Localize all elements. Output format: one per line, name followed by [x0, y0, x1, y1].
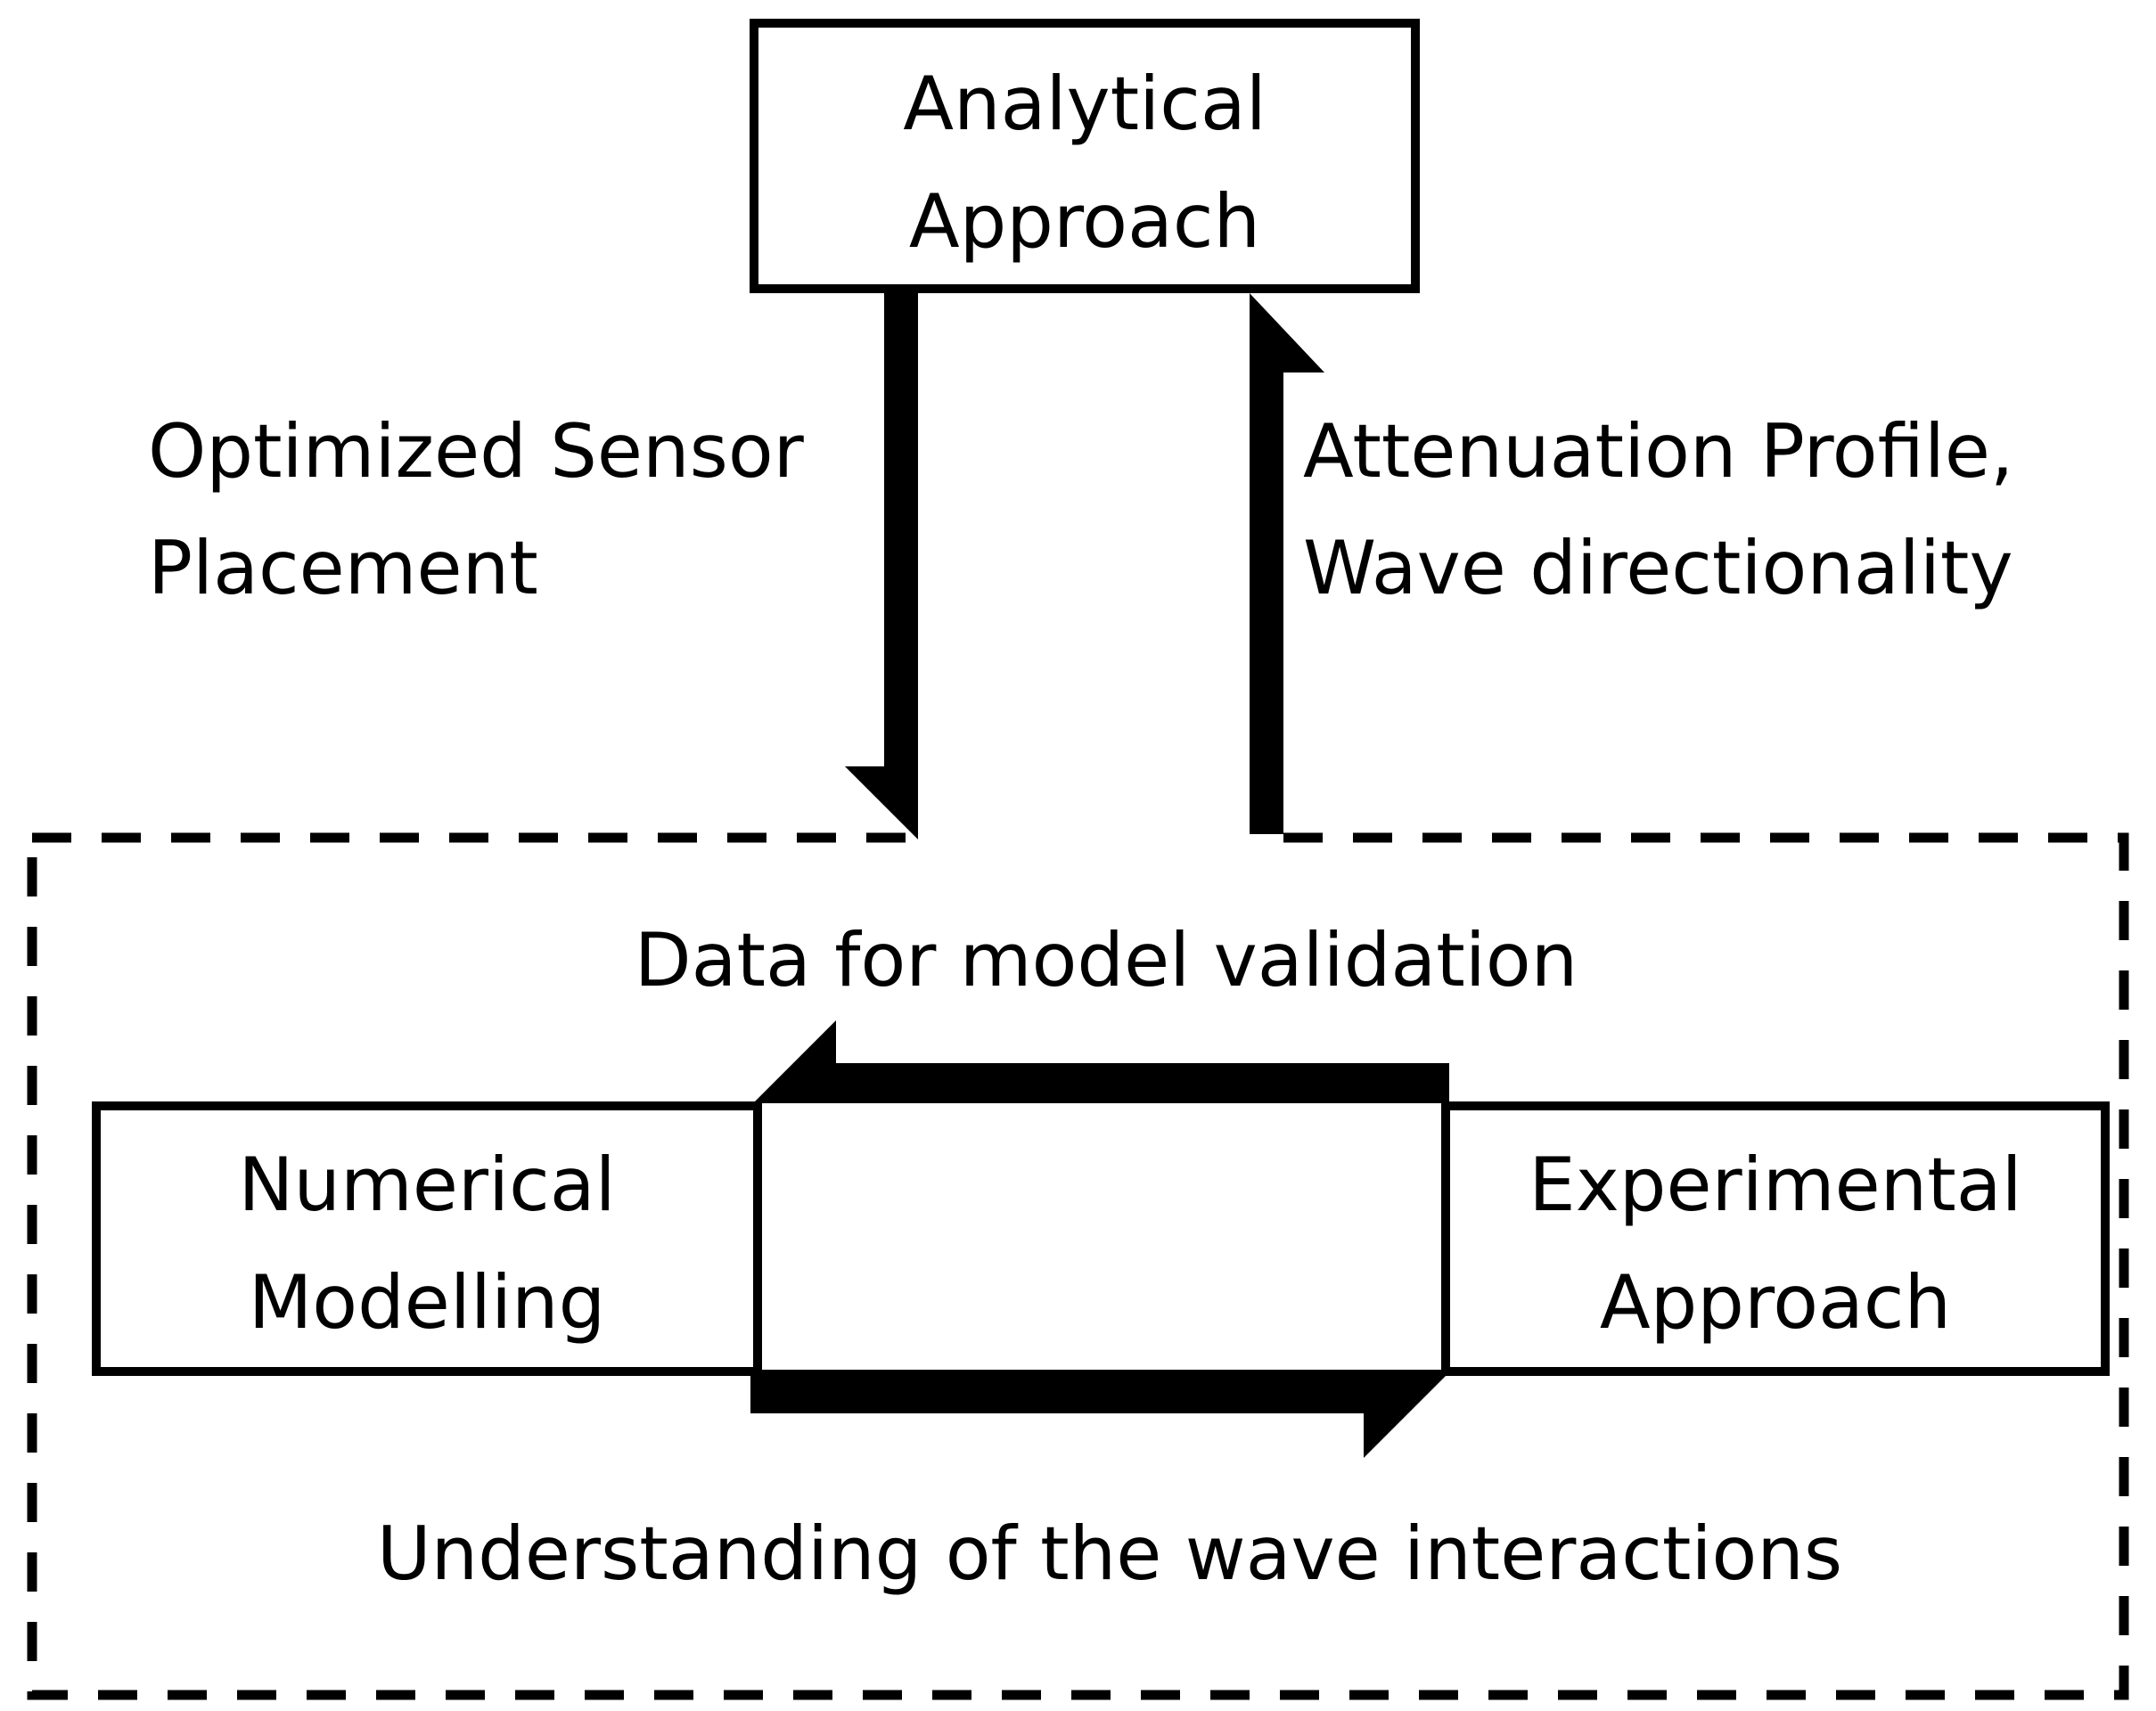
down-arrow: [845, 293, 918, 839]
right-arrow: [750, 1370, 1448, 1458]
sensor-label-line-1: Optimized Sensor: [148, 408, 805, 495]
up-arrow: [1250, 293, 1324, 834]
experimental-line-1: Experimental: [1529, 1142, 2021, 1228]
numerical-line-2: Modelling: [249, 1259, 606, 1346]
data-for-model-validation-label: Data for model validation: [635, 917, 1578, 1003]
understanding-wave-interactions-label: Understanding of the wave interactions: [377, 1510, 1842, 1597]
attenuation-label-line-1: Attenuation Profile,: [1303, 408, 2013, 495]
attenuation-label-line-2: Wave directionality: [1303, 525, 2013, 611]
analytical-approach-box: Analytical Approach: [750, 19, 1420, 293]
analytical-line-2: Approach: [909, 178, 1260, 265]
numerical-line-1: Numerical: [238, 1142, 615, 1228]
experimental-line-2: Approach: [1600, 1259, 1951, 1346]
experimental-approach-box: Experimental Approach: [1441, 1101, 2110, 1376]
numerical-modelling-box: Numerical Modelling: [92, 1101, 762, 1376]
left-arrow: [753, 1020, 1449, 1103]
attenuation-profile-label: Attenuation Profile, Wave directionality: [1303, 408, 2013, 611]
analytical-line-1: Analytical: [903, 61, 1267, 147]
optimized-sensor-placement-label: Optimized Sensor Placement: [148, 408, 805, 611]
sensor-label-line-2: Placement: [148, 525, 538, 611]
